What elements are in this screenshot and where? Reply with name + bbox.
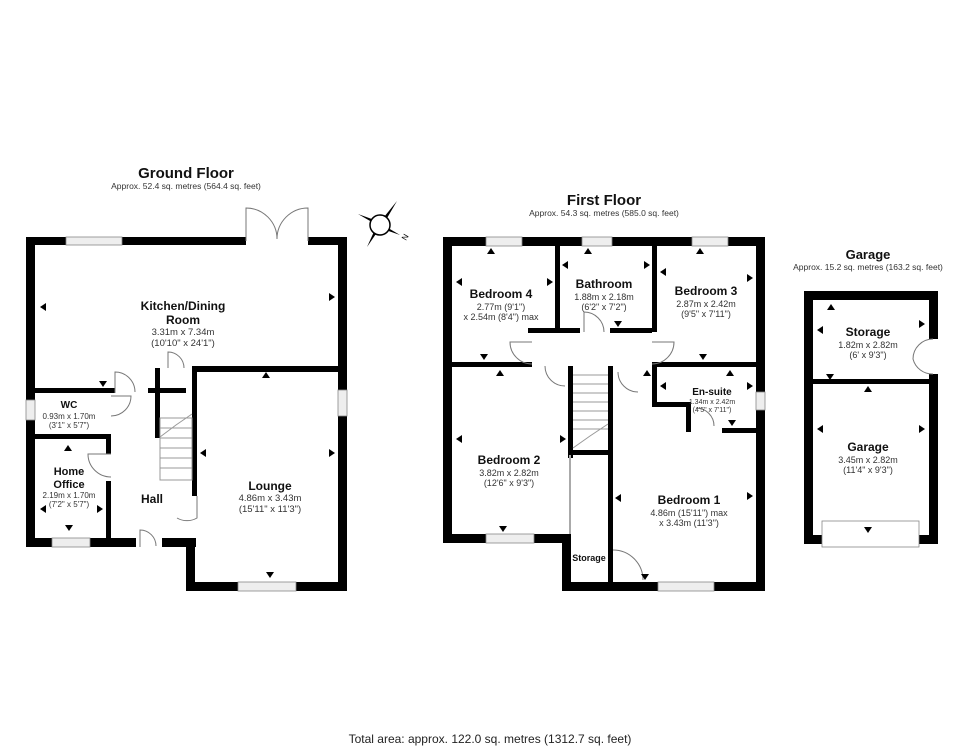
room-wc: WC 0.93m x 1.70m (3'1" x 5'7"): [43, 400, 96, 430]
window: [691, 236, 729, 247]
window: [657, 581, 715, 592]
room-bedroom-4: Bedroom 4 2.77m (9'1") x 2.54m (8'4") ma…: [463, 287, 539, 323]
room-dimensions-metric: 1.88m x 2.18m: [574, 291, 634, 302]
room-name: Hall: [140, 492, 164, 506]
room-name: En-suite: [692, 387, 732, 398]
room-name: Storage: [845, 325, 891, 339]
room-dimensions-metric: 4.86m x 3.43m: [238, 492, 302, 504]
window: [25, 399, 36, 421]
room-name: Garage: [847, 440, 889, 454]
room-dimensions-imperial: (6'2" x 7'2"): [581, 302, 627, 313]
floor-area: Approx. 52.4 sq. metres (564.4 sq. feet): [111, 181, 261, 192]
room-dimensions-imperial: x 3.43m (11'3"): [659, 518, 719, 529]
room-dimensions-imperial: (15'11" x 11'3"): [238, 503, 302, 515]
room-dimensions-metric: 2.87m x 2.42m: [676, 298, 736, 309]
room-name: Bathroom: [575, 277, 633, 291]
garage-door: [821, 520, 920, 548]
room-name: Bedroom 3: [674, 284, 738, 298]
room-name: Office: [53, 478, 85, 491]
room-dimensions-metric: 0.93m x 1.70m: [42, 411, 96, 421]
floor-area: Approx. 54.3 sq. metres (585.0 sq. feet): [529, 208, 679, 219]
room-en-suite: En-suite 1.34m x 2.42m (4'5" x 7'11"): [689, 387, 735, 415]
floor-title: Garage: [845, 247, 891, 262]
room-bedroom-3: Bedroom 3 2.87m x 2.42m (9'5" x 7'11"): [674, 284, 738, 320]
room-hall: Hall: [140, 492, 164, 507]
ground-floor-heading: Ground Floor Approx. 52.4 sq. metres (56…: [111, 165, 261, 192]
room-dimensions-metric: 1.34m x 2.42m: [688, 398, 736, 406]
staircase: [159, 413, 193, 481]
room-home-office: Home Office 2.19m x 1.70m (7'2" x 5'7"): [43, 466, 96, 510]
garage-plan: [804, 291, 938, 548]
room-dimensions-imperial: (3'1" x 5'7"): [48, 420, 90, 430]
total-area: Total area: approx. 122.0 sq. metres (13…: [348, 732, 632, 746]
room-name: Bedroom 2: [477, 453, 541, 467]
window: [237, 581, 297, 592]
room-dimensions-imperial: (7'2" x 5'7"): [48, 500, 90, 510]
window: [485, 533, 535, 544]
room-dimensions-metric: 2.19m x 1.70m: [42, 491, 96, 501]
room-garage-storage: Storage 1.82m x 2.82m (6' x 9'3"): [838, 325, 898, 361]
room-dimensions-metric: 4.86m (15'11") max: [650, 507, 728, 518]
window: [65, 236, 123, 246]
window: [755, 391, 766, 411]
ground-floor-plan: [25, 207, 348, 592]
room-storage-first: Storage: [572, 553, 606, 563]
room-name: Lounge: [248, 479, 292, 493]
room-name: Storage: [572, 553, 606, 563]
room-name: Bedroom 1: [657, 493, 721, 507]
room-bedroom-2: Bedroom 2 3.82m x 2.82m (12'6" x 9'3"): [477, 453, 541, 489]
room-dimensions-imperial: (11'4" x 9'3"): [843, 465, 893, 476]
room-lounge: Lounge 4.86m x 3.43m (15'11" x 11'3"): [238, 479, 302, 516]
garage-heading: Garage Approx. 15.2 sq. metres (163.2 sq…: [793, 247, 943, 273]
room-dimensions-imperial: (9'5" x 7'11"): [681, 309, 731, 320]
room-name: Home: [53, 466, 85, 478]
room-dimensions-imperial: (12'6" x 9'3"): [483, 478, 535, 489]
room-dimensions-metric: 3.45m x 2.82m: [838, 454, 898, 465]
first-floor-heading: First Floor Approx. 54.3 sq. metres (585…: [529, 192, 679, 219]
floor-title: Ground Floor: [138, 165, 234, 182]
room-dimensions-metric: 1.82m x 2.82m: [838, 339, 898, 350]
room-name: Bedroom 4: [469, 287, 533, 301]
room-dimensions-metric: 3.31m x 7.34m: [151, 326, 215, 338]
compass-north-icon: N: [358, 201, 411, 247]
room-dimensions-metric: 2.77m (9'1"): [476, 301, 526, 312]
window: [581, 236, 613, 247]
window: [51, 537, 91, 548]
svg-text:N: N: [400, 232, 411, 242]
floor-area: Approx. 15.2 sq. metres (163.2 sq. feet): [793, 261, 943, 272]
room-kitchen-dining: Kitchen/Dining Room 3.31m x 7.34m (10'10…: [140, 299, 226, 349]
window: [337, 389, 348, 417]
window: [485, 236, 523, 247]
first-floor-plan: [443, 236, 766, 592]
room-bedroom-1: Bedroom 1 4.86m (15'11") max x 3.43m (11…: [650, 493, 728, 529]
room-garage: Garage 3.45m x 2.82m (11'4" x 9'3"): [838, 440, 898, 476]
room-name: Room: [165, 312, 200, 327]
room-dimensions-imperial: (4'5" x 7'11"): [692, 406, 732, 414]
staircase: [572, 374, 609, 449]
room-dimensions-metric: 3.82m x 2.82m: [479, 467, 539, 478]
room-dimensions-imperial: (6' x 9'3"): [849, 350, 887, 361]
room-name: WC: [60, 400, 78, 411]
room-name: Kitchen/Dining: [140, 299, 226, 313]
room-dimensions-imperial: x 2.54m (8'4") max: [463, 312, 539, 323]
room-bathroom: Bathroom 1.88m x 2.18m (6'2" x 7'2"): [574, 277, 634, 313]
floor-title: First Floor: [566, 192, 642, 209]
room-dimensions-imperial: (10'10" x 24'1"): [151, 337, 215, 349]
